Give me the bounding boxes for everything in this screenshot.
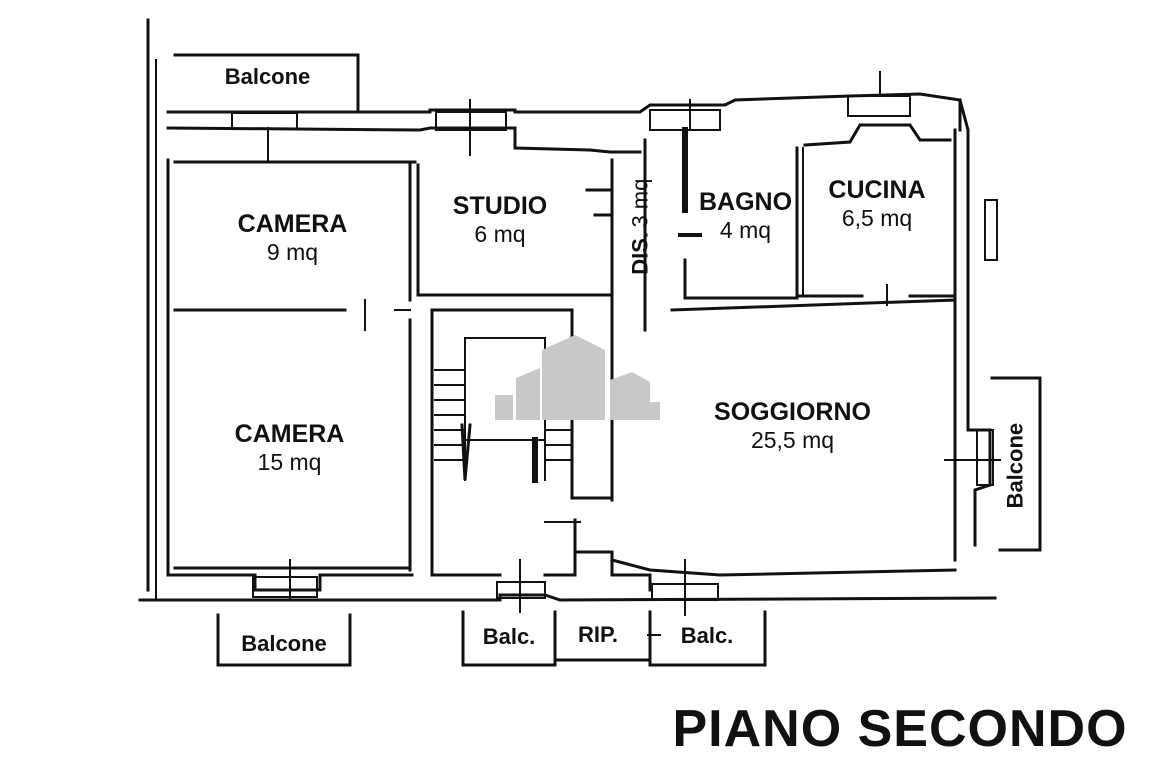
floor-title: PIANO SECONDO [672, 700, 1128, 758]
balcony-b-label: Balc. [680, 623, 734, 648]
room-name: BAGNO [698, 188, 793, 216]
outer-bottom-wall-left [166, 573, 414, 592]
balc-b-outline [648, 610, 767, 667]
balcony-top-label: Balcone [224, 64, 311, 89]
studio-right-wall [593, 213, 614, 297]
right-balcony-outline [990, 376, 1042, 552]
watermark-logo [495, 335, 660, 420]
inner-top-wall [166, 126, 642, 154]
room-name: CAMERA [237, 210, 348, 238]
landing-wall [573, 550, 652, 592]
room-studio: STUDIO 6 mq [430, 192, 570, 247]
room-name: DIS. [627, 231, 653, 275]
room-dis: DIS. 3 mq [627, 167, 652, 287]
stair-left-wall [430, 308, 502, 577]
room-name: STUDIO [452, 192, 548, 220]
room-area: 15 mq [257, 448, 322, 475]
room-area: 6,5 mq [841, 204, 913, 231]
room-soggiorno: SOGGIORNO 25,5 mq [690, 398, 895, 453]
bagno-bottom-wall [683, 258, 799, 300]
stair-arrow [460, 423, 472, 481]
room-area: 3 mq [627, 178, 653, 228]
balcony-right-label: Balcone [1002, 422, 1028, 509]
room-name: CUCINA [828, 176, 926, 204]
balcony-bottom-label: Balcone [241, 631, 327, 656]
cucina-top-wall [803, 123, 952, 147]
room-name: SOGGIORNO [714, 398, 871, 426]
room-camera-large: CAMERA 15 mq [212, 420, 367, 475]
soggiorno-top-wall [670, 298, 957, 312]
room-bagno: BAGNO 4 mq [688, 188, 803, 243]
soggiorno-bottom-wall [610, 558, 957, 577]
dimension-ticks [267, 71, 1001, 636]
room-area: 25,5 mq [750, 426, 835, 453]
room-cucina: CUCINA 6,5 mq [812, 176, 942, 231]
balcony-a-label: Balc. [482, 624, 536, 649]
room-name: CAMERA [234, 420, 345, 448]
room-area: 9 mq [266, 238, 319, 265]
top-balcony-outline [173, 53, 360, 114]
studio-walls [416, 163, 614, 297]
room-area: 4 mq [719, 216, 772, 243]
outer-right-wall [958, 98, 992, 547]
windows [231, 95, 998, 601]
room-area: 6 mq [474, 220, 526, 247]
outer-top-wall [166, 92, 962, 132]
bottom-balcony-outline [216, 613, 352, 667]
room-camera-small: CAMERA 9 mq [215, 210, 370, 265]
stair-bottom-wall [543, 518, 577, 577]
ripostiglio-label: RIP. [578, 622, 618, 647]
